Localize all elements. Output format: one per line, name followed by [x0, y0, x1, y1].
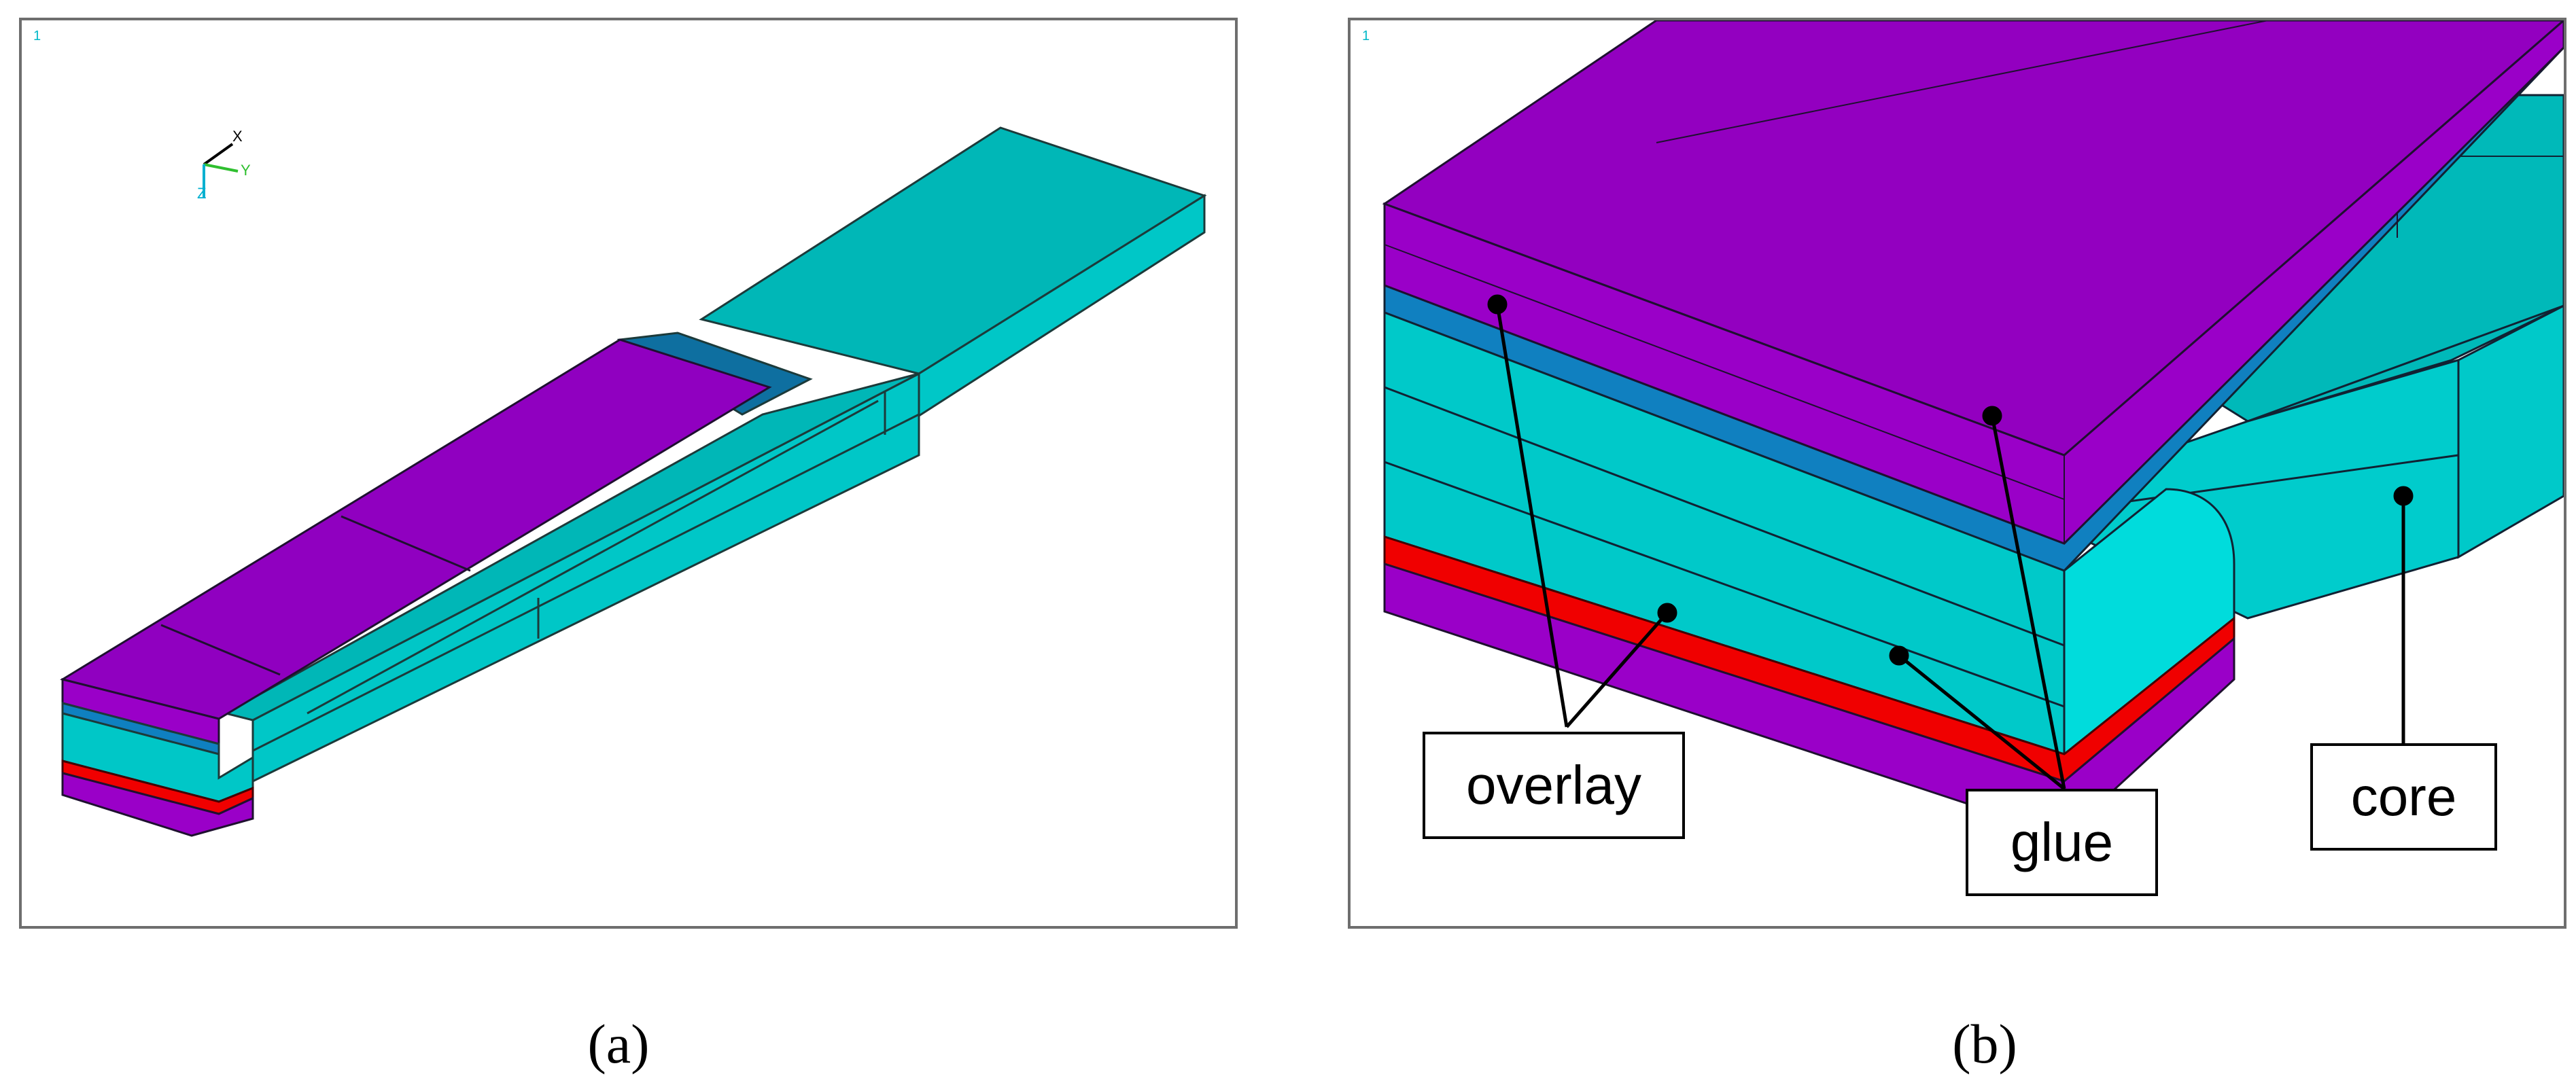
leader-glue-1: [1990, 415, 2066, 789]
axis-y-label: Y: [241, 162, 251, 179]
leader-lines: [1487, 294, 2414, 790]
point-overlay-1: [1487, 294, 1508, 315]
point-overlay-2: [1657, 603, 1677, 623]
leader-overlay-1: [1495, 304, 1569, 728]
specimen-overview-drawing: X Y Z: [60, 126, 1207, 837]
label-overlay: overlay: [1423, 732, 1685, 839]
panel-b: 1: [1348, 18, 2566, 929]
point-glue-2: [1889, 645, 1909, 666]
axis-triad-icon: X Y Z: [197, 128, 251, 202]
panel-a-marker: 1: [33, 29, 41, 43]
panel-b-marker: 1: [1362, 29, 1370, 43]
point-glue-1: [1982, 406, 2002, 426]
joint-detail-drawing: [1382, 20, 2564, 837]
point-core: [2393, 486, 2414, 506]
caption-b: (b): [1952, 1013, 2017, 1075]
panel-a: 1 X Y Z: [19, 18, 1238, 929]
caption-a: (a): [587, 1013, 650, 1075]
leader-overlay-2: [1565, 611, 1669, 728]
axis-x-label: X: [232, 128, 243, 145]
label-core: core: [2310, 743, 2497, 851]
overlay-lower-side: [61, 772, 254, 837]
core-strip-top-face: [222, 372, 920, 721]
leader-glue-2: [1898, 654, 2066, 790]
label-glue: glue: [1966, 789, 2158, 896]
axis-z-label: Z: [197, 185, 206, 202]
